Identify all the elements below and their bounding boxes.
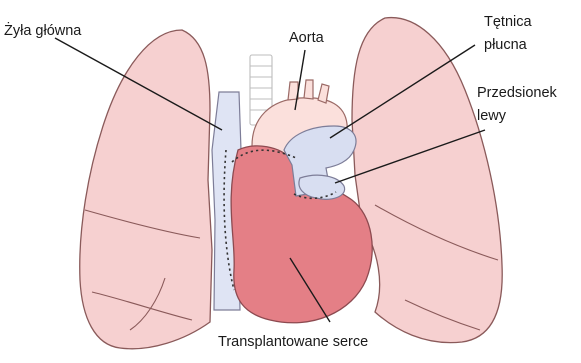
label-transplanted-heart: Transplantowane serce (218, 334, 368, 350)
label-pulmonary-artery-line2: płucna (484, 37, 528, 53)
label-aorta: Aorta (289, 30, 325, 46)
left-lung (352, 18, 502, 343)
label-left-atrium-line2: lewy (477, 108, 507, 124)
label-vena-cava: Żyła główna (4, 21, 82, 39)
label-left-atrium-line1: Przedsionek (477, 85, 558, 101)
right-lung (80, 30, 212, 349)
label-pulmonary-artery-line1: Tętnica (484, 14, 532, 30)
